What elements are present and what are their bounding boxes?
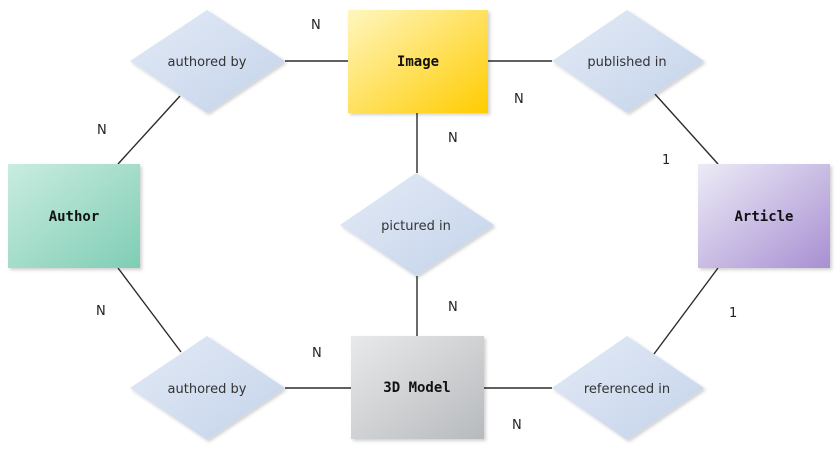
relationship-authored-by-bottom[interactable]: authored by: [130, 336, 285, 440]
relationship-published-in[interactable]: published in: [552, 10, 704, 113]
entity-article[interactable]: Article: [698, 164, 830, 268]
cardinality-article-published: 1: [662, 153, 670, 168]
edge-author-authoredby-top: [117, 95, 181, 165]
entity-author[interactable]: Author: [8, 164, 140, 268]
entity-3d-model-label: 3D Model: [383, 380, 450, 396]
relationship-pictured-in[interactable]: pictured in: [340, 173, 494, 276]
edge-author-authoredby-bottom: [117, 267, 182, 353]
entity-3d-model[interactable]: 3D Model: [351, 336, 484, 439]
cardinality-author-bottom: N: [96, 304, 106, 319]
relationship-pictured-in-label: pictured in: [381, 219, 451, 234]
cardinality-model-referenced: N: [512, 418, 522, 433]
cardinality-image-author: N: [311, 18, 321, 33]
cardinality-image-pictured: N: [448, 131, 458, 146]
entity-image-label: Image: [397, 54, 439, 70]
entity-article-label: Article: [734, 209, 793, 225]
cardinality-model-author: N: [312, 346, 322, 361]
cardinality-labels: N N N 1 N N N N 1 N: [96, 18, 737, 433]
relationship-authored-by-bottom-label: authored by: [168, 382, 247, 397]
cardinality-author-top: N: [97, 123, 107, 138]
relationship-authored-by-top[interactable]: authored by: [130, 10, 285, 113]
cardinality-image-published: N: [514, 92, 524, 107]
connectors: [117, 60, 719, 389]
cardinality-article-referenced: 1: [729, 306, 737, 321]
entity-author-label: Author: [49, 209, 100, 225]
entity-image[interactable]: Image: [348, 10, 488, 113]
cardinality-model-pictured: N: [448, 300, 458, 315]
relationship-referenced-in-label: referenced in: [584, 382, 670, 397]
edge-publishedin-article: [653, 92, 719, 165]
edge-referencedin-article: [653, 267, 719, 355]
relationship-referenced-in[interactable]: referenced in: [552, 336, 704, 440]
relationship-published-in-label: published in: [587, 55, 666, 70]
relationship-authored-by-top-label: authored by: [168, 55, 247, 70]
